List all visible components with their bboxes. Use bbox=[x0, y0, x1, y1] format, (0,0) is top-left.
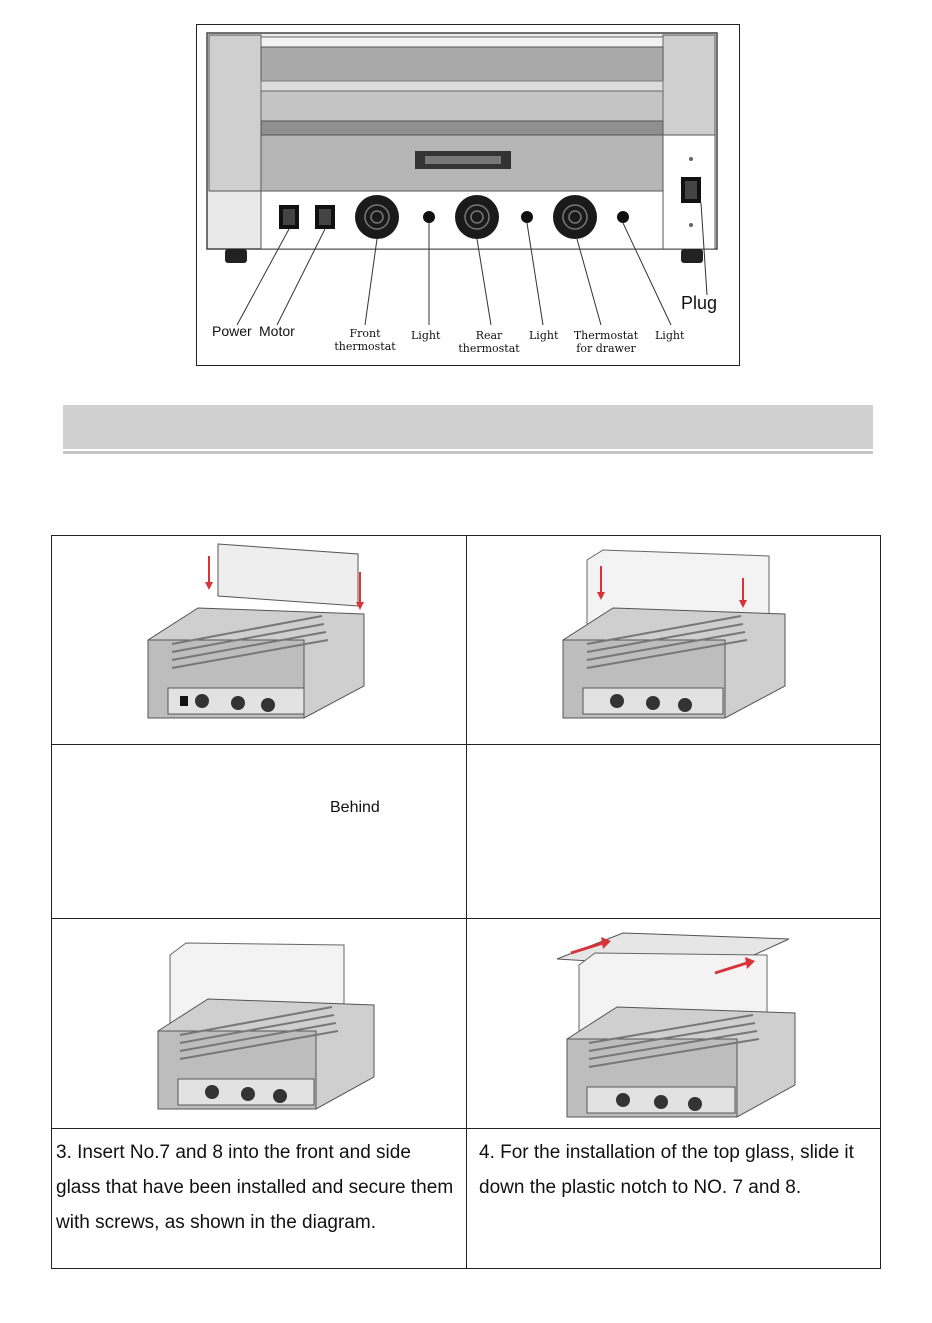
plug-label: Plug bbox=[681, 293, 718, 313]
installation-steps-table: Behind 3. I bbox=[51, 535, 881, 1269]
step-3-text: 3. Insert No.7 and 8 into the front and … bbox=[56, 1142, 454, 1233]
step-3-illustration bbox=[157, 942, 375, 1110]
step-2-text-cell bbox=[466, 744, 881, 919]
section-heading-bar bbox=[63, 405, 873, 449]
step-3-image bbox=[51, 918, 467, 1129]
step-2-illustration bbox=[562, 549, 786, 719]
section-divider bbox=[63, 451, 873, 454]
step-3-text-cell: 3. Insert No.7 and 8 into the front and … bbox=[51, 1128, 467, 1269]
step-4-text-cell: 4. For the installation of the top glass… bbox=[466, 1128, 881, 1269]
motor-label: Motor bbox=[259, 323, 295, 339]
step-4-illustration bbox=[556, 932, 796, 1118]
step-2-image bbox=[466, 535, 881, 745]
step-4-text: 4. For the installation of the top glass… bbox=[479, 1142, 854, 1198]
step-1-text-cell: Behind bbox=[51, 744, 467, 919]
step-4-image bbox=[466, 918, 881, 1129]
light-label-2: Light bbox=[529, 329, 559, 342]
power-label: Power bbox=[212, 323, 252, 339]
light-label-3: Light bbox=[655, 329, 685, 342]
light-label-1: Light bbox=[411, 329, 441, 342]
roller-grill-front-view bbox=[206, 32, 718, 326]
step-1-fragment: Behind bbox=[330, 799, 380, 816]
step-1-illustration bbox=[147, 543, 365, 719]
step-1-image bbox=[51, 535, 467, 745]
